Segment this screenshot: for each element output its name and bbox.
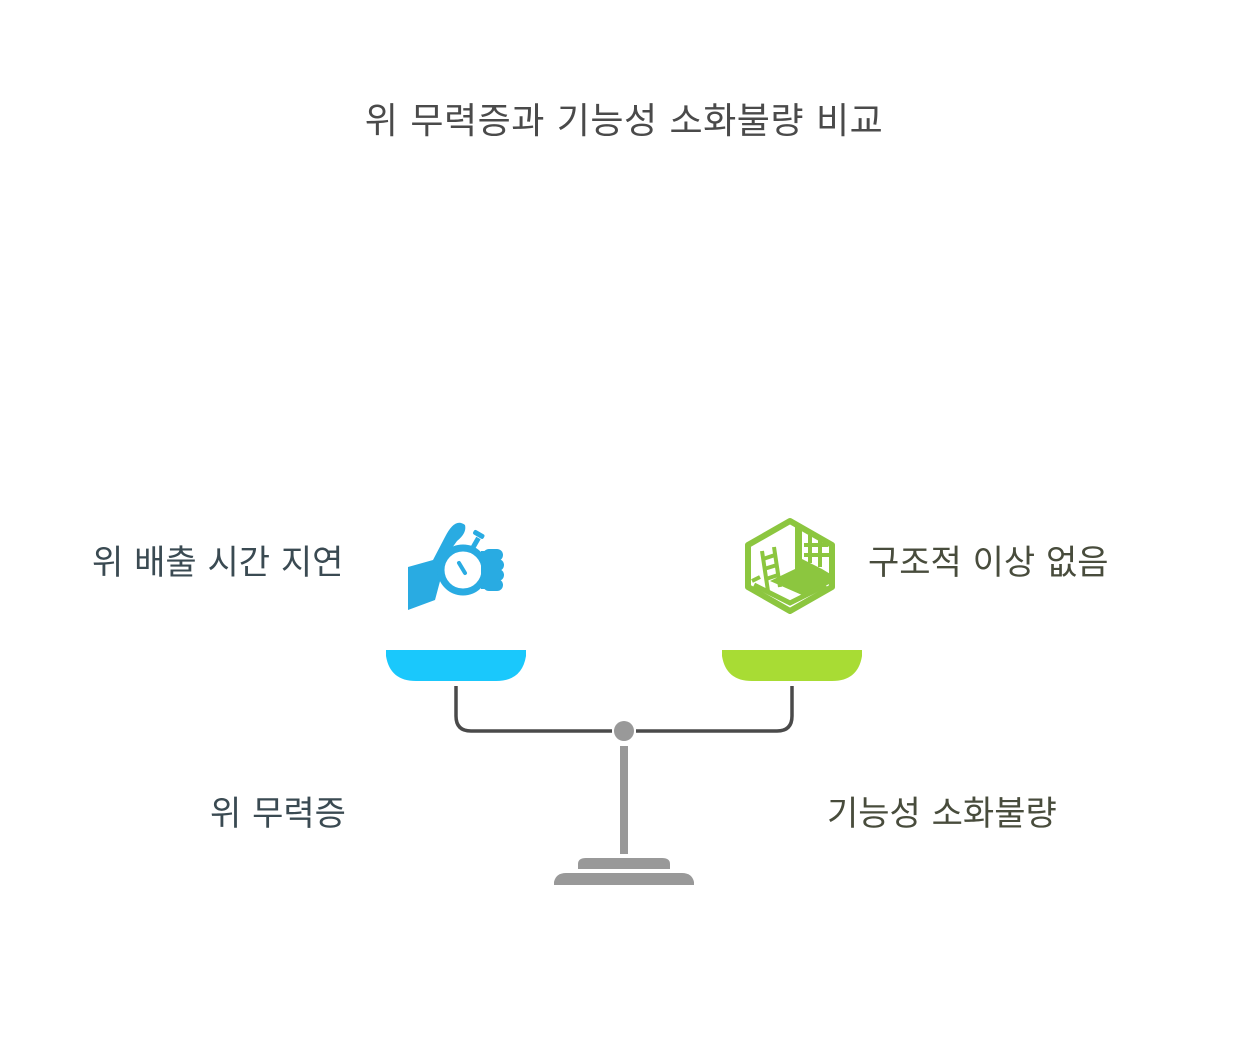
scale-beam-right [636,686,794,733]
scale-base-top [578,858,670,869]
scale-beam-left [454,686,612,733]
diagram-title: 위 무력증과 기능성 소화불량 비교 [364,101,884,142]
left-factor-label: 위 배출 시간 지연 [92,543,344,583]
right-category-label: 기능성 소화불량 [827,794,1057,834]
hand-stopwatch-icon [405,515,510,615]
left-pan [386,650,526,681]
scale-base-bottom [554,873,694,885]
right-pan [722,650,862,681]
right-factor-label: 구조적 이상 없음 [868,543,1109,583]
building-ladder-icon [740,515,840,615]
left-category-label: 위 무력증 [210,794,346,834]
scale-pivot [614,721,634,741]
scale-post [620,746,628,854]
